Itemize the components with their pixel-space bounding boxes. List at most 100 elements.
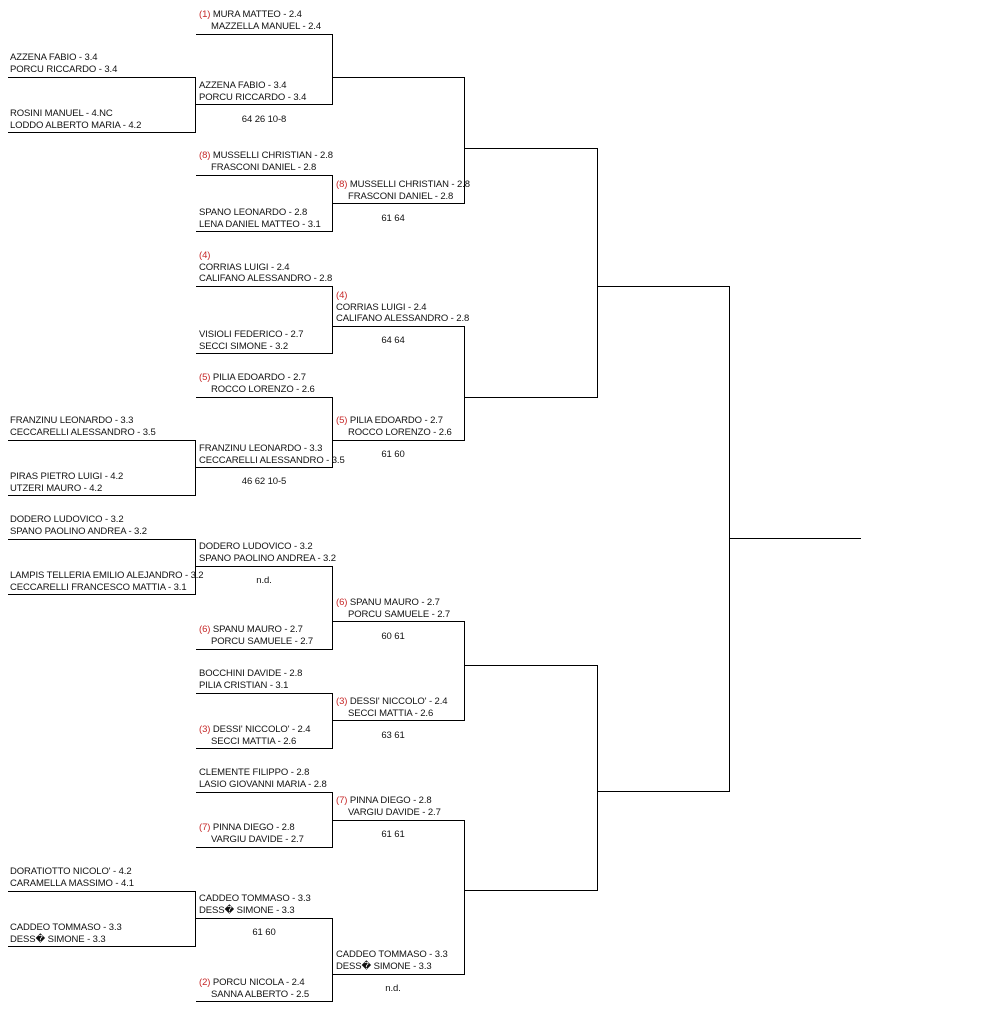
player-name: SANNA ALBERTO - 2.5 bbox=[199, 989, 309, 1001]
player-name-text: VARGIU DAVIDE - 2.7 bbox=[348, 806, 441, 818]
player-name: DESS� SIMONE - 3.3 bbox=[199, 905, 311, 917]
player-name: PORCU SAMUELE - 2.7 bbox=[336, 609, 450, 621]
match-score: 61 64 bbox=[381, 213, 405, 224]
player-name-text: PORCU SAMUELE - 2.7 bbox=[211, 635, 314, 647]
player-name: LASIO GIOVANNI MARIA - 2.8 bbox=[199, 779, 327, 791]
player-name: CALIFANO ALESSANDRO - 2.8 bbox=[336, 313, 469, 325]
seed-number: (1) bbox=[199, 9, 211, 20]
player-name-text: CADDEO TOMMASO - 3.3 bbox=[336, 949, 448, 960]
bracket-line bbox=[597, 665, 598, 891]
bracket-line bbox=[8, 539, 196, 540]
player-name-text: LODDO ALBERTO MARIA - 4.2 bbox=[10, 119, 142, 131]
player-name-text: ROSINI MANUEL - 4.NC bbox=[10, 108, 113, 119]
player-name-text: LASIO GIOVANNI MARIA - 2.8 bbox=[199, 778, 327, 790]
seed-number: (7) bbox=[199, 822, 211, 833]
player-name-text: AZZENA FABIO - 3.4 bbox=[199, 80, 287, 91]
player-name: LODDO ALBERTO MARIA - 4.2 bbox=[10, 120, 141, 132]
player-name-text: DESSI' NICCOLO' - 2.4 bbox=[212, 724, 311, 735]
player-name-text: DORATIOTTO NICOLO' - 4.2 bbox=[10, 866, 132, 877]
player-name-text: PORCU NICOLA - 2.4 bbox=[212, 977, 305, 988]
bracket-line bbox=[196, 918, 333, 919]
player-name-text: MAZZELLA MANUEL - 2.4 bbox=[211, 20, 321, 32]
bracket-line bbox=[730, 538, 861, 539]
player-name: (6) SPANU MAURO - 2.7 bbox=[336, 597, 450, 609]
bracket-line bbox=[8, 440, 196, 441]
player-name-text: LAMPIS TELLERIA EMILIO ALEJANDRO - 3.2 bbox=[10, 570, 204, 581]
bracket-line bbox=[598, 286, 730, 287]
player-name: SECCI MATTIA - 2.6 bbox=[199, 736, 310, 748]
bracket-line bbox=[196, 175, 333, 176]
bracket-line bbox=[333, 974, 465, 975]
player-name: VARGIU DAVIDE - 2.7 bbox=[336, 807, 441, 819]
player-name: PORCU RICCARDO - 3.4 bbox=[199, 92, 306, 104]
player-name: DODERO LUDOVICO - 3.2 bbox=[199, 541, 336, 553]
player-name-text: FRANZINU LEONARDO - 3.3 bbox=[10, 415, 134, 426]
player-name-text: DESS� SIMONE - 3.3 bbox=[199, 904, 295, 916]
player-name: (6) SPANU MAURO - 2.7 bbox=[199, 624, 313, 636]
player-name: (8) MUSSELLI CHRISTIAN - 2.8 bbox=[336, 179, 470, 191]
match-score: n.d. bbox=[385, 983, 401, 994]
player-name-text: DESS� SIMONE - 3.3 bbox=[336, 960, 432, 972]
seed-number: (6) bbox=[199, 624, 211, 635]
player-name-text: SPANO PAOLINO ANDREA - 3.2 bbox=[199, 552, 336, 564]
bracket-line bbox=[333, 77, 465, 78]
match-score: 61 61 bbox=[381, 829, 405, 840]
player-name-text: PILIA EDOARDO - 2.7 bbox=[212, 372, 306, 383]
bracket-line bbox=[332, 792, 333, 848]
bracket-line bbox=[333, 440, 465, 441]
player-name: AZZENA FABIO - 3.4 bbox=[199, 80, 306, 92]
bracket-line bbox=[332, 286, 333, 354]
player-name: BOCCHINI DAVIDE - 2.8 bbox=[199, 668, 302, 680]
bracket-line bbox=[333, 720, 465, 721]
bracket-line bbox=[464, 326, 465, 441]
player-name: CORRIAS LUIGI - 2.4 bbox=[199, 262, 332, 274]
player-name-text: CECCARELLI ALESSANDRO - 3.5 bbox=[10, 426, 156, 438]
bracket-line bbox=[196, 847, 333, 848]
player-name-text: PORCU RICCARDO - 3.4 bbox=[10, 63, 118, 75]
player-name-text: MURA MATTEO - 2.4 bbox=[212, 9, 302, 20]
player-name-text: BOCCHINI DAVIDE - 2.8 bbox=[199, 668, 303, 679]
bracket-line bbox=[464, 77, 465, 204]
bracket-line bbox=[332, 34, 333, 105]
player-name: PORCU SAMUELE - 2.7 bbox=[199, 636, 313, 648]
player-name-text: SECCI SIMONE - 3.2 bbox=[199, 340, 288, 352]
bracket-line bbox=[465, 665, 598, 666]
bracket-line bbox=[196, 397, 333, 398]
seed-number: (6) bbox=[336, 597, 348, 608]
player-name-text: AZZENA FABIO - 3.4 bbox=[10, 52, 98, 63]
bracket-line bbox=[332, 397, 333, 468]
player-name-text: CARAMELLA MASSIMO - 4.1 bbox=[10, 877, 134, 889]
player-name-text: CECCARELLI ALESSANDRO - 3.5 bbox=[199, 454, 345, 466]
bracket-line bbox=[597, 148, 598, 398]
player-name: UTZERI MAURO - 4.2 bbox=[10, 483, 123, 495]
player-name: CADDEO TOMMASO - 3.3 bbox=[336, 949, 448, 961]
bracket-line bbox=[196, 1001, 333, 1002]
player-name: CECCARELLI ALESSANDRO - 3.5 bbox=[10, 427, 156, 439]
bracket-line bbox=[196, 353, 333, 354]
player-name: (8) MUSSELLI CHRISTIAN - 2.8 bbox=[199, 150, 333, 162]
bracket-line bbox=[8, 495, 196, 496]
player-name-text: PORCU SAMUELE - 2.7 bbox=[348, 608, 451, 620]
player-name-text: PILIA CRISTIAN - 3.1 bbox=[199, 679, 289, 691]
bracket-line bbox=[196, 792, 333, 793]
seed-number: (4) bbox=[199, 250, 211, 261]
player-name: DODERO LUDOVICO - 3.2 bbox=[10, 514, 147, 526]
player-name-text: UTZERI MAURO - 4.2 bbox=[10, 482, 103, 494]
player-name-text: SPANO LEONARDO - 2.8 bbox=[199, 207, 308, 218]
player-name: SECCI SIMONE - 3.2 bbox=[199, 341, 303, 353]
